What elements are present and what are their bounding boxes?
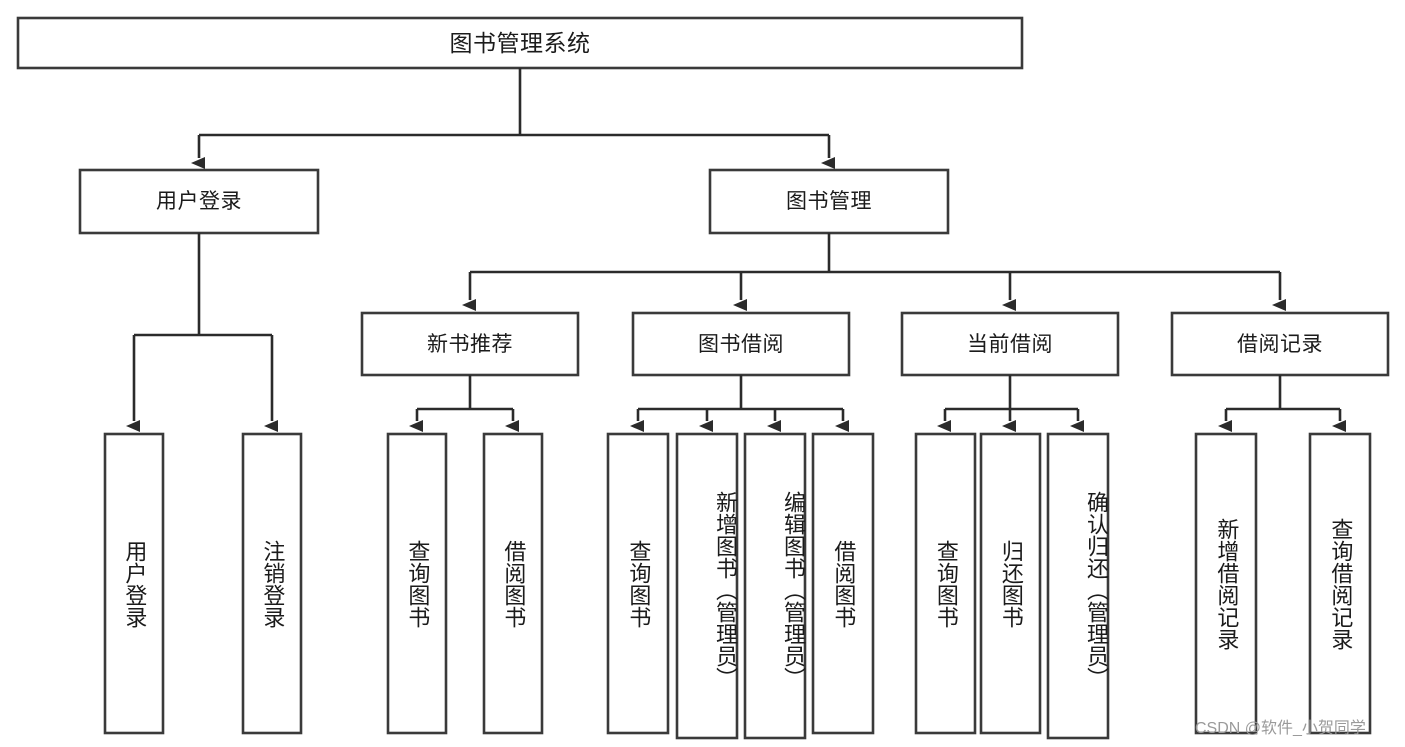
node-box-leaf-edit-book[interactable] — [743, 432, 807, 740]
node-box-leaf-query-book-3[interactable] — [914, 432, 977, 735]
node-box-user-login[interactable] — [78, 168, 320, 235]
node-box-borrow-record[interactable] — [1170, 311, 1390, 377]
node-box-book-manage[interactable] — [708, 168, 950, 235]
node-box-leaf-borrow-book-2[interactable] — [811, 432, 875, 735]
node-box-leaf-user-logout[interactable] — [241, 432, 303, 735]
node-box-leaf-query-book-2[interactable] — [606, 432, 670, 735]
node-box-current-borrow[interactable] — [900, 311, 1120, 377]
node-box-new-book-recommend[interactable] — [360, 311, 580, 377]
node-box-leaf-user-login[interactable] — [103, 432, 165, 735]
node-box-leaf-query-record[interactable] — [1308, 432, 1372, 735]
node-box-book-borrow[interactable] — [631, 311, 851, 377]
node-box-leaf-add-book[interactable] — [675, 432, 739, 740]
node-box-leaf-borrow-book-1[interactable] — [482, 432, 544, 735]
node-box-leaf-return-book[interactable] — [979, 432, 1042, 735]
node-box-leaf-confirm-return[interactable] — [1046, 432, 1110, 740]
node-box-leaf-query-book-1[interactable] — [386, 432, 448, 735]
node-box-leaf-add-record[interactable] — [1194, 432, 1258, 735]
node-box-root[interactable] — [16, 16, 1024, 70]
